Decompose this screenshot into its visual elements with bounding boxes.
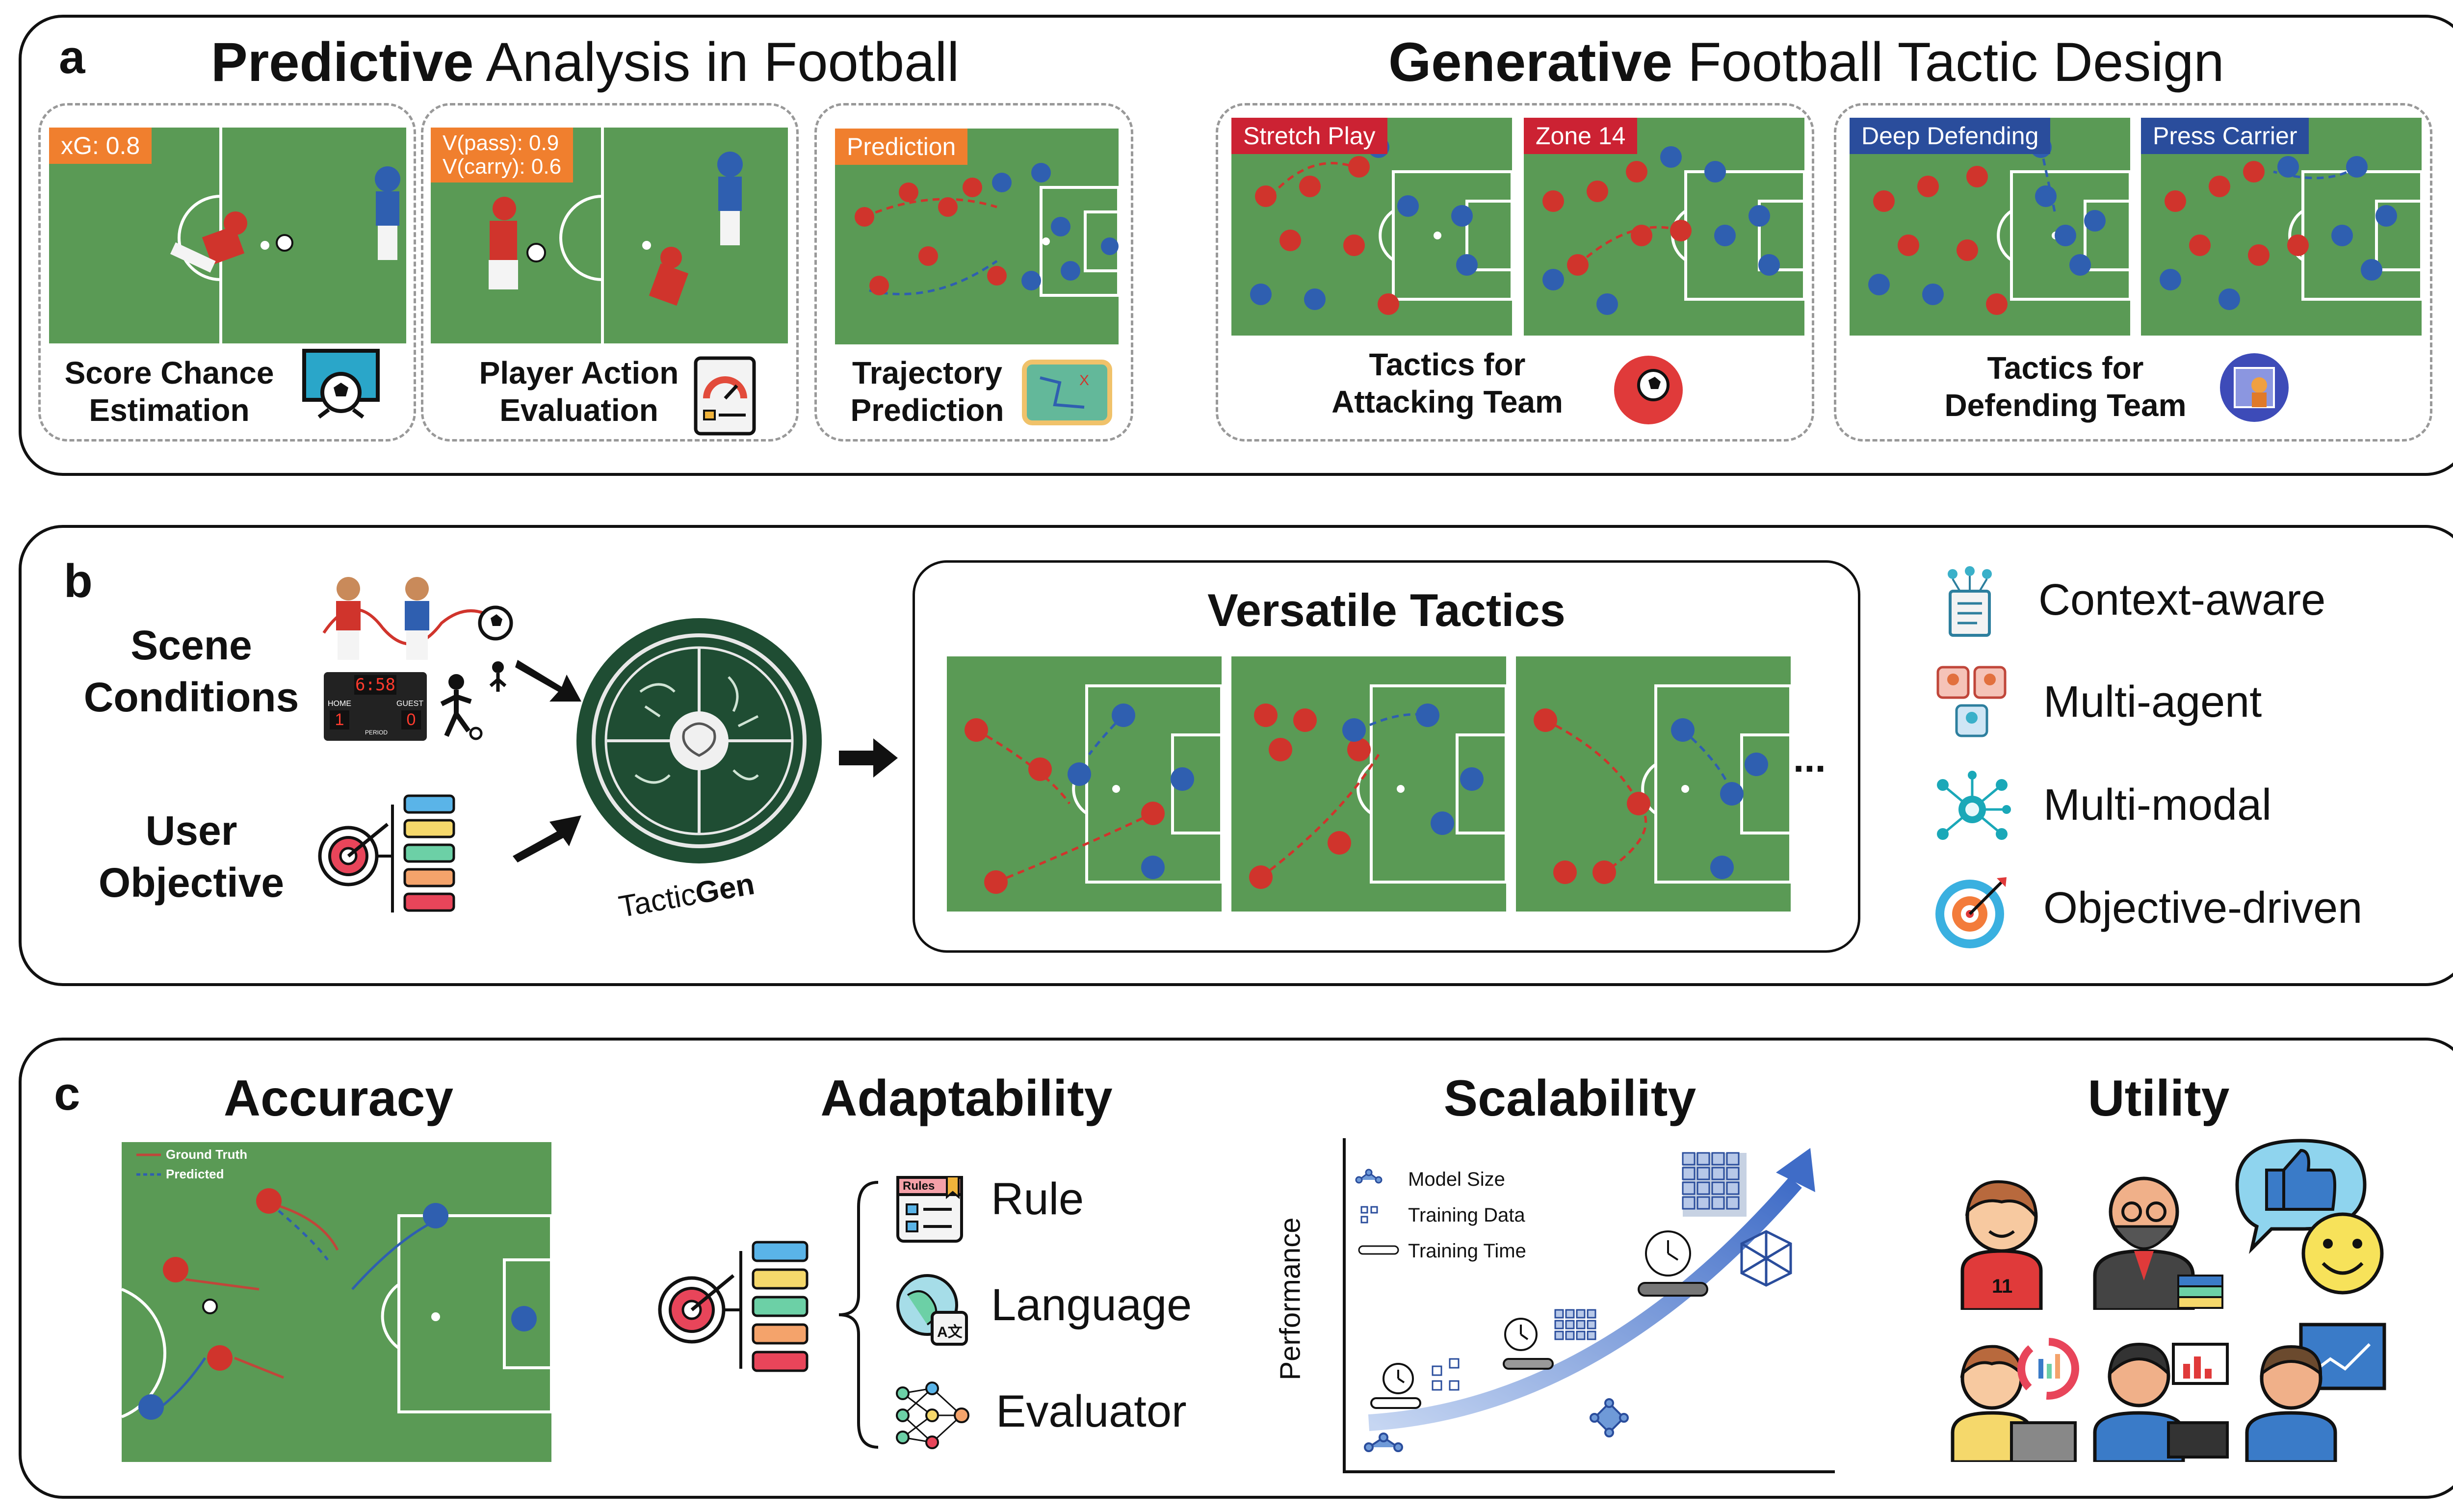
player-user-icon: 11 (1943, 1163, 2061, 1312)
scoreboard-period: PERIOD (365, 729, 388, 736)
feature-multi-modal: Multi-modal (2043, 781, 2272, 830)
legend-model-size: Model Size (1408, 1169, 1505, 1190)
tag-zone-14: Zone 14 (1524, 118, 1638, 154)
predictive-title: Predictive Analysis in Football (211, 30, 959, 94)
tacticgen-model-icon (572, 608, 827, 903)
scene-conditions-label: Scene Conditions (83, 622, 299, 720)
legend-predicted: Predicted (166, 1167, 224, 1181)
generative-title: Generative Football Tactic Design (1388, 30, 2224, 94)
generative-title-bold: Generative (1388, 31, 1672, 93)
user-objective-label: User Objective (98, 808, 285, 906)
more-tactics-ellipsis: ... (1793, 736, 1826, 780)
scoreboard-icon: 6:58 HOME GUEST PERIOD 1 0 (324, 672, 427, 741)
legend-training-data: Training Data (1408, 1204, 1525, 1226)
analyst-user-icon (1943, 1325, 2080, 1464)
objective-rule: Rule (991, 1174, 1084, 1224)
versatile-tactics-box (913, 560, 1860, 953)
coach-user-icon (2080, 1158, 2227, 1312)
pitch-player-action (431, 128, 788, 343)
legend-ground-truth: Ground Truth (166, 1147, 248, 1162)
goal-icon (299, 346, 383, 424)
player-kick-icon (437, 657, 510, 741)
card-player-action (421, 103, 799, 442)
tag-stretch-play: Stretch Play (1231, 118, 1387, 154)
pitch-press-carrier (2141, 118, 2422, 336)
attack-ball-icon (1612, 353, 1685, 427)
tag-value: V(pass): 0.9 V(carry): 0.6 (431, 128, 574, 182)
objective-driven-icon (1933, 872, 2011, 951)
section-adaptability: Adaptability (820, 1070, 1113, 1127)
predictive-title-bold: Predictive (211, 31, 474, 93)
svg-text:X: X (1079, 372, 1089, 389)
tag-press-carrier: Press Carrier (2141, 118, 2309, 154)
arrow-objective-to-model (510, 809, 584, 863)
fan-feedback-icon (2227, 1131, 2389, 1307)
caption-score-chance: Score Chance Estimation (64, 355, 274, 428)
tactic-pitch-1 (947, 656, 1222, 912)
tag-prediction: Prediction (835, 129, 968, 165)
panel-c-letter: c (54, 1068, 80, 1120)
shirt-number: 11 (1992, 1276, 2013, 1297)
panel-b-letter: b (64, 555, 93, 607)
pitch-stretch-play (1231, 118, 1512, 336)
adaptability-target-icon (652, 1236, 819, 1383)
card-attacking (1216, 103, 1814, 442)
tag-xg: xG: 0.8 (49, 128, 152, 164)
card-score-chance (38, 103, 416, 442)
players-icon (294, 569, 520, 667)
tactics-board-icon: X (1020, 358, 1114, 427)
language-icon-label: A文 (937, 1324, 963, 1340)
y-axis-label-performance: Performance (1274, 1217, 1306, 1381)
generative-title-rest: Football Tactic Design (1672, 31, 2224, 93)
multi-modal-icon (1933, 770, 2011, 849)
caption-defending: Tactics for Defending Team (1944, 350, 2187, 423)
tactic-pitch-2 (1231, 656, 1506, 912)
dashboard-user-icon (2237, 1315, 2389, 1464)
scoreboard-clock: 6:58 (354, 675, 396, 695)
scoreboard-guest: GUEST (396, 700, 424, 708)
objective-target-icon (314, 790, 461, 927)
card-defending (1834, 103, 2432, 442)
caption-attacking: Tactics for Attacking Team (1331, 347, 1563, 419)
goalkeeper-icon (2218, 351, 2291, 424)
section-scalability: Scalability (1443, 1070, 1696, 1127)
rules-icon-label: Rules (903, 1179, 935, 1193)
arrow-model-to-tactics (839, 738, 898, 778)
pitch-deep-defending (1850, 118, 2130, 336)
evaluator-icon (893, 1379, 971, 1452)
evaluation-report-icon (692, 354, 758, 438)
feature-objective-driven: Objective-driven (2043, 884, 2363, 933)
card-trajectory (814, 103, 1133, 442)
objective-language: Language (991, 1280, 1192, 1330)
versatile-tactics-title: Versatile Tactics (1207, 584, 1566, 636)
panel-a-letter: a (59, 31, 85, 83)
language-icon: A文 (893, 1271, 971, 1349)
section-utility: Utility (2088, 1070, 2230, 1127)
context-aware-icon (1933, 564, 2007, 638)
pitch-zone-14 (1524, 118, 1804, 336)
feature-multi-agent: Multi-agent (2043, 678, 2262, 727)
scalability-chart (1305, 1133, 1845, 1477)
caption-player-action: Player Action Evaluation (479, 355, 679, 428)
scoreboard-home-score: 1 (330, 710, 349, 730)
arrow-scene-to-model (515, 652, 584, 706)
tag-deep-defending: Deep Defending (1850, 118, 2051, 154)
tactic-pitch-3 (1516, 656, 1791, 912)
predictive-title-rest: Analysis in Football (473, 31, 960, 93)
multi-agent-icon (1933, 662, 2011, 741)
rules-icon: Rules (893, 1173, 966, 1246)
presenter-user-icon (2085, 1325, 2232, 1464)
section-accuracy: Accuracy (223, 1070, 454, 1127)
scoreboard-home: HOME (328, 700, 351, 708)
feature-context-aware: Context-aware (2038, 575, 2326, 625)
objective-evaluator: Evaluator (996, 1386, 1187, 1436)
pitch-trajectory (835, 129, 1119, 344)
legend-training-time: Training Time (1408, 1240, 1526, 1262)
caption-trajectory: Trajectory Prediction (850, 355, 1004, 428)
scoreboard-guest-score: 0 (401, 710, 421, 730)
accuracy-pitch (122, 1142, 551, 1462)
objective-brace (834, 1177, 883, 1452)
